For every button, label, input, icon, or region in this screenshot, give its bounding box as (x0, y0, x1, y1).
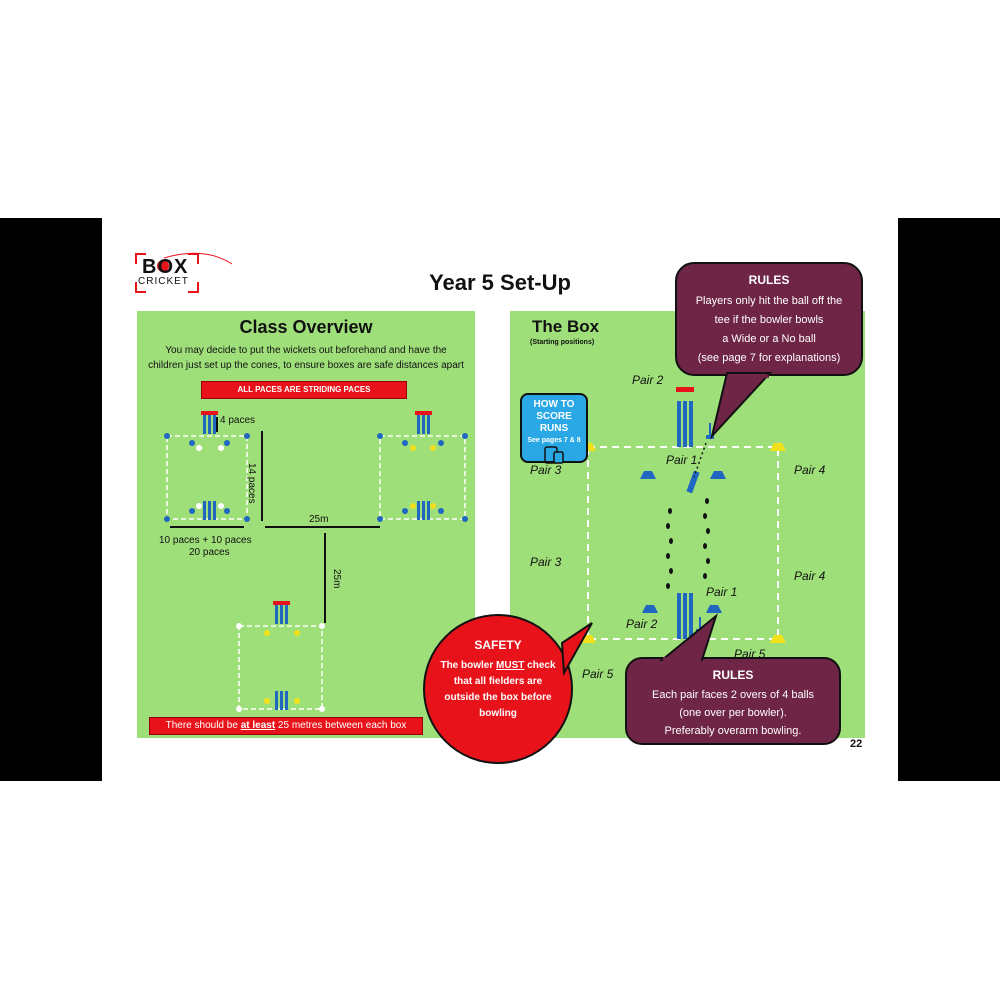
rules-bottom-line-3: Preferably overarm bowling. (664, 725, 802, 737)
the-box-subtitle: (Starting positions) (530, 339, 595, 346)
safety-line-1-emph: MUST (496, 660, 525, 671)
rules-top-line-2: tee if the bowler bowls (714, 314, 824, 326)
safety-line-1: The bowler MUST check (424, 658, 572, 674)
class-overview-title: Class Overview (239, 317, 373, 337)
pair-1-top: Pair 1 (666, 453, 698, 467)
label-25m-horizontal: 25m (309, 514, 329, 525)
label-25m-vertical: 25m (331, 569, 342, 589)
striding-paces-banner: ALL PACES ARE STRIDING PACES (201, 381, 407, 399)
rules-bottom-line-2: (one over per bowler). (679, 707, 787, 719)
rules-top-body: Players only hit the ball off the tee if… (676, 292, 862, 368)
label-4-paces: 4 paces (220, 415, 256, 426)
howto-line-2: SCORE RUNS (536, 411, 572, 434)
intro-line-2: children just set up the cones, to ensur… (148, 360, 464, 371)
letterbox-right (898, 218, 1000, 781)
pair-1-bottom: Pair 1 (706, 585, 738, 599)
class-layout-diagram (164, 411, 468, 712)
pair-2-bottom: Pair 2 (626, 617, 658, 631)
label-10-paces: 10 paces + 10 paces (159, 535, 252, 546)
rules-top-line-3: a Wide or a No ball (722, 333, 816, 345)
logo-word-cricket: CRICKET (138, 276, 189, 287)
slide: BOX CRICKET Year 5 Set-Up Class Overview… (102, 218, 898, 781)
logo-word-box: BOX (142, 256, 189, 278)
letterbox-left (0, 218, 102, 781)
distance-banner-post: 25 metres between each box (275, 720, 407, 731)
pair-3-lower: Pair 3 (530, 555, 562, 569)
pair-2-top: Pair 2 (632, 373, 664, 387)
rules-top-title: RULES (748, 273, 790, 287)
safety-line-1-pre: The bowler (440, 660, 497, 671)
intro-line-1: You may decide to put the wickets out be… (165, 345, 447, 356)
safety-line-1-post: check (524, 660, 556, 671)
page-title: Year 5 Set-Up (429, 270, 571, 295)
pair-4-lower: Pair 4 (794, 569, 826, 583)
rules-bottom-body: Each pair faces 2 overs of 4 balls (one … (626, 686, 840, 740)
page-number: 22 (850, 738, 863, 750)
distance-banner-pre: There should be (165, 720, 241, 731)
rules-top-line-4: (see page 7 for explanations) (697, 352, 841, 364)
safety-line-3: outside the box before (444, 692, 552, 703)
rules-bottom-line-1: Each pair faces 2 overs of 4 balls (651, 689, 815, 701)
how-to-score-card[interactable]: HOW TO SCORE RUNS See pages 7 & 8 (520, 393, 588, 464)
class-overview-panel: Class Overview You may decide to put the… (137, 311, 475, 738)
rules-top-line-1: Players only hit the ball off the (695, 295, 843, 307)
box-cricket-logo: BOX CRICKET (134, 252, 234, 294)
pair-3-upper: Pair 3 (530, 463, 562, 477)
rules-bottom-title: RULES (712, 668, 754, 682)
logo-frame-icon (135, 252, 233, 293)
howto-line-3: See pages 7 & 8 (527, 437, 581, 444)
distance-banner: There should be at least 25 metres betwe… (149, 717, 423, 735)
safety-line-4: bowling (479, 708, 517, 719)
the-box-title: The Box (532, 317, 600, 336)
safety-title: SAFETY (474, 638, 522, 652)
howto-line-1: HOW TO (533, 399, 575, 410)
label-14-paces: 14 paces (246, 463, 257, 504)
label-20-paces: 20 paces (189, 547, 230, 558)
pair-5-left: Pair 5 (582, 667, 614, 681)
tablet-phone-icon (544, 446, 564, 464)
distance-banner-emph: at least (240, 720, 276, 731)
safety-line-2: that all fielders are (453, 676, 543, 687)
pair-4-upper: Pair 4 (794, 463, 826, 477)
safety-body: The bowler MUST check that all fielders … (424, 658, 572, 722)
pair-5-right: Pair 5 (734, 647, 766, 661)
